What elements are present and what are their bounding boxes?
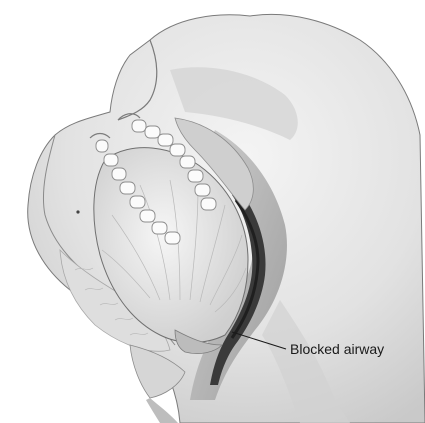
- trachea: [146, 398, 178, 423]
- anatomy-dot: [76, 210, 79, 213]
- blocked-airway-label: Blocked airway: [290, 341, 384, 357]
